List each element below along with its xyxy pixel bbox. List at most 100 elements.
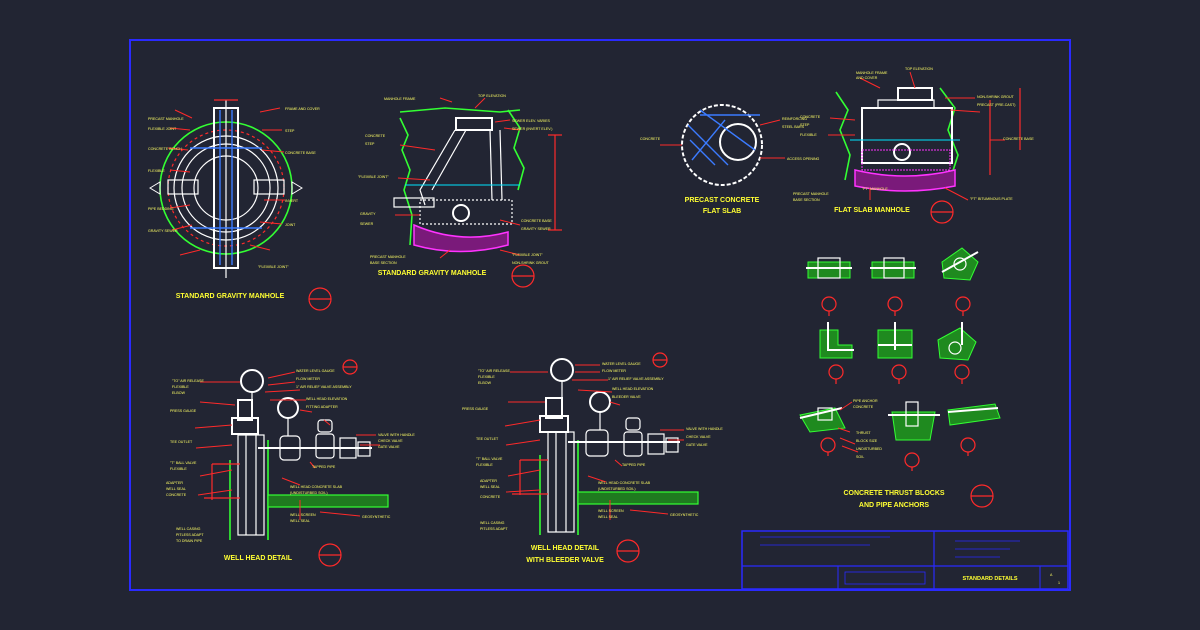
svg-text:AND COVER: AND COVER (856, 76, 878, 80)
svg-text:PRECAST MANHOLE: PRECAST MANHOLE (793, 192, 829, 196)
title-block-sheet-name: STANDARD DETAILS (962, 576, 1017, 582)
svg-text:CONCRETE: CONCRETE (166, 493, 187, 497)
svg-text:CONCRETE BENCH: CONCRETE BENCH (148, 147, 182, 151)
svg-text:GATE VALVE: GATE VALVE (686, 443, 708, 447)
svg-text:GRAVITY: GRAVITY (360, 212, 376, 216)
svg-text:SOIL: SOIL (856, 455, 864, 459)
svg-text:VALVE WITH HANDLE: VALVE WITH HANDLE (686, 427, 723, 431)
svg-text:WELL SEAL: WELL SEAL (480, 485, 500, 489)
svg-text:CONCRETE BASE: CONCRETE BASE (285, 151, 316, 155)
svg-text:PRESS GAUGE: PRESS GAUGE (170, 409, 197, 413)
svg-text:THRUST: THRUST (856, 431, 871, 435)
svg-text:ACCESS OPENING: ACCESS OPENING (787, 157, 820, 161)
svg-text:PRECAST (PRE-CAST): PRECAST (PRE-CAST) (977, 103, 1015, 107)
svg-text:SEWER: SEWER (360, 222, 374, 226)
svg-text:WELL SEAL: WELL SEAL (598, 515, 618, 519)
svg-text:FLEXIBLE JOINT: FLEXIBLE JOINT (148, 127, 177, 131)
svg-text:MANHOLE FRAME: MANHOLE FRAME (856, 71, 888, 75)
svg-text:VALVE WITH HANDLE: VALVE WITH HANDLE (378, 433, 415, 437)
svg-text:FLEXIBLE: FLEXIBLE (170, 467, 187, 471)
svg-text:MANHOLE FRAME: MANHOLE FRAME (384, 97, 416, 101)
title-block: STANDARD DETAILS A1 (741, 530, 1069, 590)
svg-text:PITLESS ADAPT: PITLESS ADAPT (176, 533, 204, 537)
svg-text:TO DRAIN PIPE: TO DRAIN PIPE (176, 539, 203, 543)
svg-text:PIPE BEDDING: PIPE BEDDING (148, 207, 174, 211)
svg-text:GEOSYNTHETIC: GEOSYNTHETIC (362, 515, 391, 519)
flat-slab-manhole-title: FLAT SLAB MANHOLE (834, 207, 910, 214)
svg-text:WELL SCREEN: WELL SCREEN (290, 513, 316, 517)
svg-text:TEE OUTLET: TEE OUTLET (170, 440, 193, 444)
svg-text:"TO" AIR RELEASE: "TO" AIR RELEASE (172, 379, 204, 383)
svg-text:FITTING ADAPTER: FITTING ADAPTER (306, 405, 338, 409)
svg-text:WELL HEAD ELEVATION: WELL HEAD ELEVATION (612, 387, 654, 391)
thrust-blocks-detail: PIPE ANCHOR CONCRETE THRUST BLOCK SIZE UND… (799, 247, 1001, 509)
svg-text:"FLEXIBLE JOINT": "FLEXIBLE JOINT" (358, 175, 389, 179)
svg-text:WELL SEAL: WELL SEAL (290, 519, 310, 523)
thrust-title-line1: CONCRETE THRUST BLOCKS (843, 490, 944, 497)
svg-text:TEE OUTLET: TEE OUTLET (476, 437, 499, 441)
svg-text:STEP: STEP (365, 142, 375, 146)
svg-text:WELL CASING: WELL CASING (176, 527, 201, 531)
svg-text:STEP: STEP (285, 129, 295, 133)
svg-text:PITLESS ADAPT: PITLESS ADAPT (480, 527, 508, 531)
svg-text:NON-SHRINK GROUT: NON-SHRINK GROUT (512, 261, 550, 265)
svg-text:FLOW METER: FLOW METER (296, 377, 320, 381)
svg-text:GRAVITY SEWER: GRAVITY SEWER (148, 229, 178, 233)
svg-text:ELBOW: ELBOW (478, 381, 492, 385)
svg-text:WATER LEVEL GAUGE: WATER LEVEL GAUGE (296, 369, 335, 373)
svg-text:PIPE ANCHOR: PIPE ANCHOR (853, 399, 878, 403)
svg-text:"T" BALL VALVE: "T" BALL VALVE (476, 457, 503, 461)
svg-text:FLEXIBLE: FLEXIBLE (476, 463, 493, 467)
svg-text:"FT" BITUMINOUS PLATE: "FT" BITUMINOUS PLATE (970, 197, 1013, 201)
gravity-manhole-plan-detail: PRECAST MANHOLE FLEXIBLE JOINT CONCRETE B… (148, 99, 332, 311)
svg-text:CONCRETE: CONCRETE (800, 115, 821, 119)
svg-text:STEEL BARS: STEEL BARS (782, 125, 805, 129)
svg-text:1" AIR RELIEF VALVE ASSEMBLY: 1" AIR RELIEF VALVE ASSEMBLY (608, 377, 664, 381)
well-head-bleeder-title-line2: WITH BLEEDER VALVE (526, 557, 604, 564)
svg-text:BLOCK SIZE: BLOCK SIZE (856, 439, 878, 443)
svg-text:GRAVITY SEWER: GRAVITY SEWER (521, 227, 551, 231)
svg-text:CONCRETE BASE: CONCRETE BASE (521, 219, 552, 223)
svg-text:CONCRETE BASE: CONCRETE BASE (1003, 137, 1034, 141)
svg-text:ADAPTER: ADAPTER (166, 481, 183, 485)
svg-text:ELBOW: ELBOW (172, 391, 186, 395)
svg-text:WELL CASING: WELL CASING (480, 521, 505, 525)
svg-text:STEP: STEP (800, 123, 810, 127)
precast-title-line2: FLAT SLAB (703, 208, 741, 215)
svg-text:UNDISTURBED: UNDISTURBED (856, 447, 882, 451)
sheet-border (129, 39, 1071, 591)
gravity-manhole-plan-title: STANDARD GRAVITY MANHOLE (176, 293, 285, 300)
svg-text:"TO" AIR RELEASE: "TO" AIR RELEASE (478, 369, 510, 373)
svg-text:"FT" MANHOLE: "FT" MANHOLE (862, 187, 888, 191)
svg-text:PRECAST MANHOLE: PRECAST MANHOLE (148, 117, 184, 121)
svg-text:TAPPED PIPE: TAPPED PIPE (622, 463, 646, 467)
well-head-title: WELL HEAD DETAIL (224, 555, 293, 562)
svg-text:"FLEXIBLE JOINT": "FLEXIBLE JOINT" (512, 253, 543, 257)
svg-text:BLEEDER VALVE: BLEEDER VALVE (612, 395, 641, 399)
svg-text:GEOSYNTHETIC: GEOSYNTHETIC (670, 513, 699, 517)
svg-text:WELL HEAD ELEVATION: WELL HEAD ELEVATION (306, 397, 348, 401)
svg-text:CONCRETE: CONCRETE (365, 134, 386, 138)
svg-text:NON-SHRINK GROUT: NON-SHRINK GROUT (977, 95, 1015, 99)
svg-text:PRECAST MANHOLE: PRECAST MANHOLE (370, 255, 406, 259)
svg-text:FRAME AND COVER: FRAME AND COVER (285, 107, 320, 111)
svg-text:CONCRETE: CONCRETE (640, 137, 661, 141)
svg-text:FLOW METER: FLOW METER (602, 369, 626, 373)
svg-text:REINFORCING: REINFORCING (782, 117, 807, 121)
svg-text:CONCRETE: CONCRETE (480, 495, 501, 499)
svg-text:1: 1 (1058, 581, 1060, 585)
svg-text:CONCRETE: CONCRETE (853, 405, 874, 409)
svg-text:BASE SECTION: BASE SECTION (793, 198, 820, 202)
well-head-detail: "TO" AIR RELEASE FLEXIBLE ELBOW PRESS GAUG… (166, 359, 415, 567)
svg-text:GATE VALVE: GATE VALVE (378, 445, 400, 449)
svg-text:SEWER ELEV. VARIES: SEWER ELEV. VARIES (512, 119, 551, 123)
svg-text:WELL HEAD CONCRETE SLAB: WELL HEAD CONCRETE SLAB (290, 485, 343, 489)
svg-text:FLEXIBLE: FLEXIBLE (172, 385, 189, 389)
svg-text:FLEXIBLE: FLEXIBLE (800, 133, 817, 137)
svg-text:FLEXIBLE: FLEXIBLE (478, 375, 495, 379)
gravity-manhole-section-title: STANDARD GRAVITY MANHOLE (378, 270, 487, 277)
